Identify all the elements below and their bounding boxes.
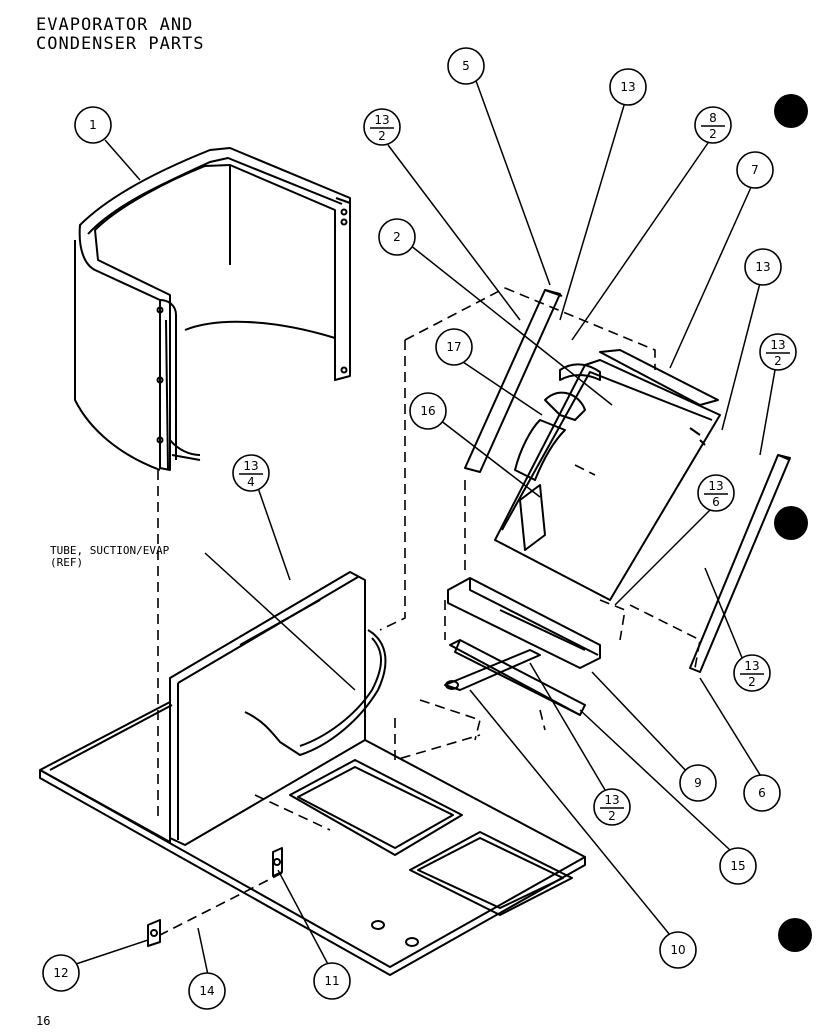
callout-13-over-2-top-left: 13 2	[363, 108, 401, 146]
svg-text:13: 13	[708, 479, 723, 493]
callout-13-over-4: 13 4	[232, 454, 270, 492]
callout-10: 10	[659, 931, 697, 969]
callout-13-over-2-bottom: 13 2	[593, 788, 631, 826]
svg-text:2: 2	[608, 809, 616, 823]
title-line-1: EVAPORATOR AND	[36, 15, 194, 35]
callout-16: 16	[409, 392, 447, 430]
callout-12: 12	[42, 954, 80, 992]
callout-5: 5	[447, 47, 485, 85]
svg-text:17: 17	[446, 340, 461, 354]
binder-hole-middle	[774, 506, 808, 540]
svg-text:2: 2	[378, 129, 386, 143]
callout-6: 6	[743, 774, 781, 812]
svg-text:2: 2	[774, 354, 782, 368]
svg-text:5: 5	[462, 59, 470, 73]
lower-channel	[444, 639, 586, 716]
callout-8-over-2: 8 2	[694, 106, 732, 144]
svg-text:4: 4	[247, 475, 255, 489]
svg-text:13: 13	[744, 659, 759, 673]
leader-lines	[69, 77, 776, 976]
callout-14: 14	[188, 972, 226, 1010]
drain-pan	[447, 577, 601, 669]
svg-text:8: 8	[709, 111, 717, 125]
callout-13-over-2-mid-right: 13 2	[733, 654, 771, 692]
svg-text:16: 16	[420, 404, 435, 418]
binder-hole-bottom	[778, 918, 812, 952]
evaporator-frame	[464, 289, 721, 601]
assembly-lines	[157, 287, 701, 936]
binder-hole-top	[774, 94, 808, 128]
svg-text:11: 11	[324, 974, 339, 988]
partition-panel	[169, 571, 366, 846]
svg-text:2: 2	[393, 230, 401, 244]
svg-text:9: 9	[694, 776, 702, 790]
callout-9: 9	[679, 764, 717, 802]
callout-17: 17	[435, 328, 473, 366]
diagram-title: EVAPORATOR AND CONDENSER PARTS	[36, 16, 205, 54]
svg-text:12: 12	[53, 966, 68, 980]
svg-text:13: 13	[770, 338, 785, 352]
svg-text:7: 7	[751, 163, 759, 177]
svg-text:6: 6	[758, 786, 766, 800]
svg-text:15: 15	[730, 859, 745, 873]
svg-text:1: 1	[89, 118, 97, 132]
callout-2: 2	[378, 218, 416, 256]
service-valve	[147, 847, 283, 947]
callout-1: 1	[74, 106, 112, 144]
svg-text:13: 13	[604, 793, 619, 807]
title-line-2: CONDENSER PARTS	[36, 34, 205, 54]
svg-text:14: 14	[199, 984, 214, 998]
svg-text:2: 2	[709, 127, 717, 141]
callout-13-over-6: 13 6	[697, 474, 735, 512]
reference-note: TUBE, SUCTION/EVAP (REF)	[50, 545, 169, 569]
suction-tube	[244, 629, 387, 756]
callout-7: 7	[736, 151, 774, 189]
callout-13-over-2-right: 13 2	[759, 333, 797, 371]
svg-text:2: 2	[748, 675, 756, 689]
svg-text:13: 13	[620, 80, 635, 94]
svg-text:6: 6	[712, 495, 720, 509]
page-number: 16	[36, 1014, 51, 1028]
svg-text:13: 13	[755, 260, 770, 274]
callout-13-top: 13	[609, 68, 647, 106]
callout-11: 11	[313, 962, 351, 1000]
svg-text:13: 13	[374, 113, 389, 127]
svg-text:13: 13	[243, 459, 258, 473]
svg-text:10: 10	[670, 943, 685, 957]
reference-note-line-1: TUBE, SUCTION/EVAP	[50, 544, 170, 557]
side-rail	[689, 454, 791, 673]
callout-15: 15	[719, 847, 757, 885]
condenser-coil	[74, 147, 351, 471]
callout-13-right: 13	[744, 248, 782, 286]
reference-note-line-2: (REF)	[50, 556, 84, 569]
